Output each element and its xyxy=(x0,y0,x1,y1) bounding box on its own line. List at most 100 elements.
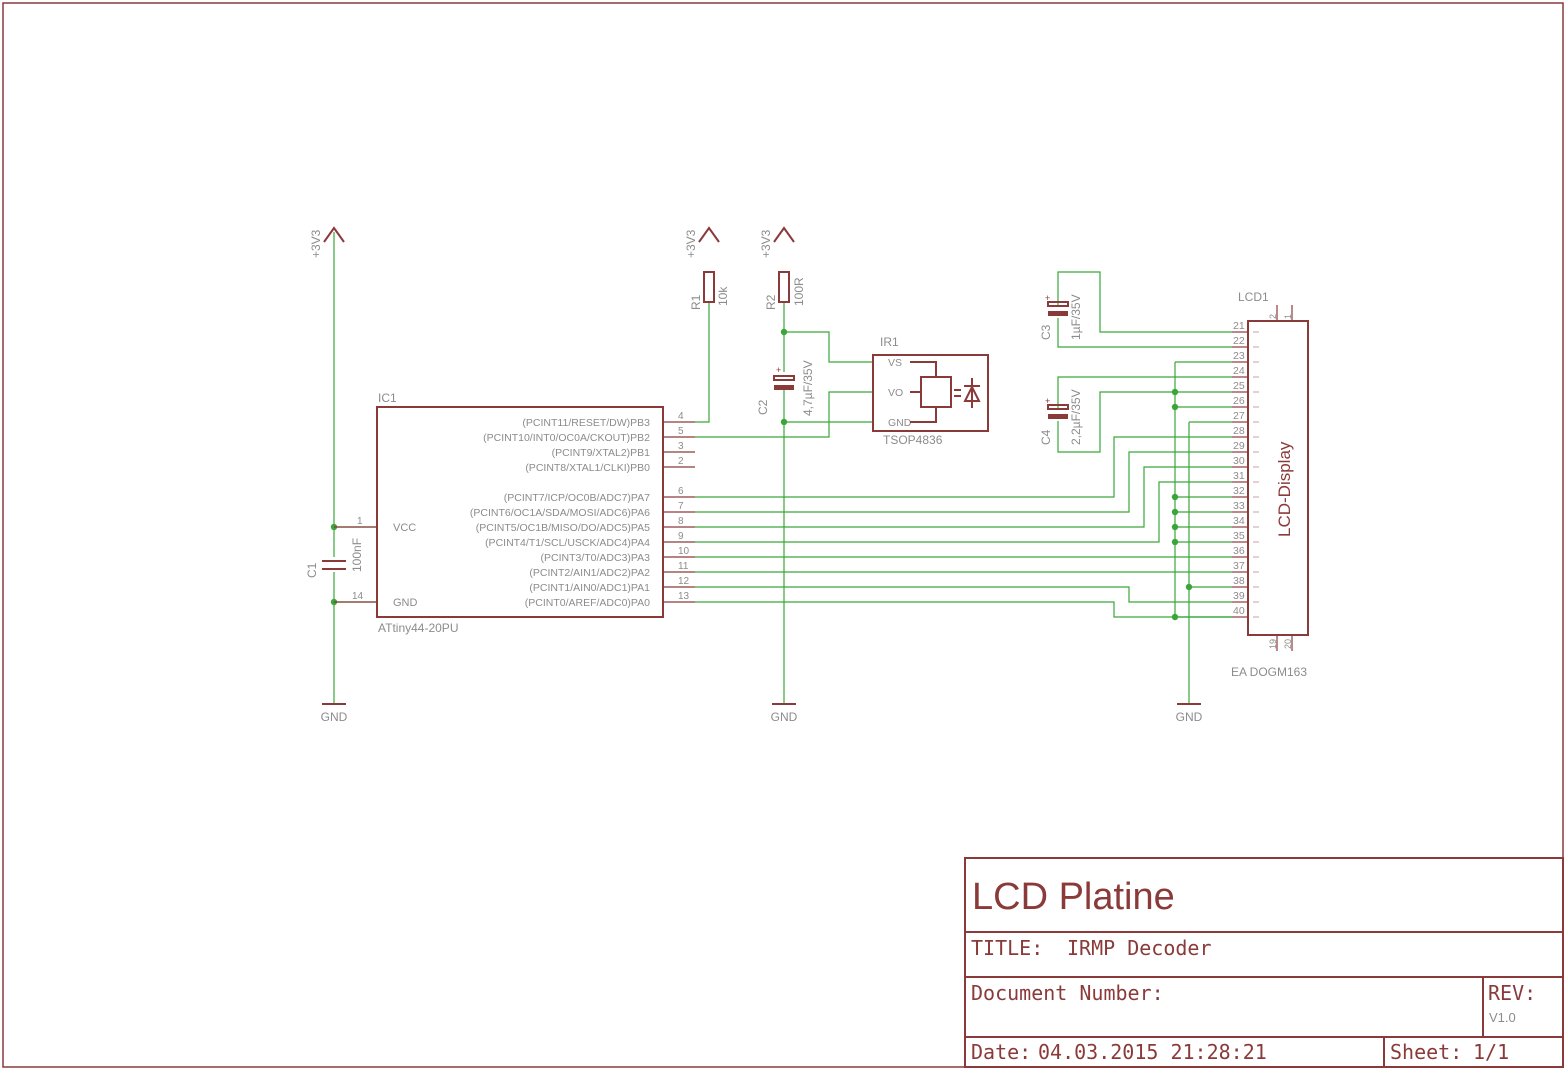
lcd1-pin-num: 35 xyxy=(1233,530,1245,542)
svg-text:10k: 10k xyxy=(716,286,730,306)
junction xyxy=(780,328,788,336)
svg-text:19: 19 xyxy=(1268,639,1278,649)
svg-text:+3V3: +3V3 xyxy=(684,229,698,258)
lcd1-pin-num: 31 xyxy=(1233,470,1245,482)
lcd1-pin-num: 27 xyxy=(1233,410,1245,422)
svg-text:2,2µF/35V: 2,2µF/35V xyxy=(1069,389,1083,445)
junction xyxy=(1171,613,1179,621)
title-label: TITLE: xyxy=(971,936,1043,960)
ic1-pin-label: (PCINT10/INT0/OC0A/CKOUT)PB2 xyxy=(483,432,650,444)
rev-value: V1.0 xyxy=(1489,1010,1516,1025)
ic1-pin-label: (PCINT1/AIN0/ADC1)PA1 xyxy=(529,582,650,594)
lcd1-pin-num: 24 xyxy=(1233,365,1245,377)
supply-3v3-left: +3V3 xyxy=(309,226,345,258)
lcd1-pin-num: 28 xyxy=(1233,425,1245,437)
ic1-pin-label: (PCINT9/XTAL2)PB1 xyxy=(552,447,651,459)
junctions xyxy=(330,328,1193,621)
lcd1-pin-num: 38 xyxy=(1233,575,1245,587)
junction xyxy=(1171,508,1179,516)
ic1-pin-label: (PCINT5/OC1B/MISO/DO/ADC5)PA5 xyxy=(476,522,650,534)
junction xyxy=(1171,523,1179,531)
lcd1-pin-num: 26 xyxy=(1233,395,1245,407)
wires xyxy=(333,232,1232,703)
svg-text:C4: C4 xyxy=(1039,429,1053,445)
junction xyxy=(780,418,788,426)
sheet-value: 1/1 xyxy=(1473,1040,1509,1064)
lcd1-pin-num: 23 xyxy=(1233,350,1245,362)
svg-text:C3: C3 xyxy=(1039,324,1053,340)
lcd1-body-label: LCD-Display xyxy=(1275,441,1294,537)
lcd1-pin-num: 21 xyxy=(1233,320,1245,332)
svg-text:C1: C1 xyxy=(305,562,319,578)
svg-text:+: + xyxy=(1045,396,1050,406)
gnd-symbol-middle: GND xyxy=(771,703,798,724)
ic1-pin-label: (PCINT0/AREF/ADC0)PA0 xyxy=(525,597,650,609)
lcd1-pin-num: 37 xyxy=(1233,560,1245,572)
ic1-pin-num: 1 xyxy=(357,516,363,527)
ic1-pin-num: 10 xyxy=(678,546,690,557)
ir1-value: TSOP4836 xyxy=(883,433,943,447)
sheet-title: LCD Platine xyxy=(972,876,1175,918)
date-value: 04.03.2015 21:28:21 xyxy=(1038,1040,1267,1064)
junction xyxy=(1171,403,1179,411)
gnd-symbol-right: GND xyxy=(1176,703,1203,724)
ic1-value: ATtiny44-20PU xyxy=(378,621,458,635)
supply-3v3-r1: +3V3 xyxy=(684,226,720,258)
ir-receiver-ir1: IR1 TSOP4836 VS VO GND xyxy=(872,335,989,447)
svg-text:2: 2 xyxy=(1268,314,1278,319)
svg-text:+: + xyxy=(1045,293,1050,303)
svg-text:4,7µF/35V: 4,7µF/35V xyxy=(801,360,815,416)
ic1-pin-num: 2 xyxy=(678,456,684,467)
ic1-pin-label: (PCINT8/XTAL1/CLKI)PB0 xyxy=(525,462,650,474)
lcd1-pin-num: 29 xyxy=(1233,440,1245,452)
junction xyxy=(1171,493,1179,501)
lcd-module-lcd1: LCD1 EA DOGM163 LCD-Display 2 1 19 20 21… xyxy=(1231,290,1309,679)
ic1-pin-num: 11 xyxy=(678,561,689,572)
photodiode-icon xyxy=(954,378,981,408)
svg-text:100nF: 100nF xyxy=(350,538,364,572)
ic1-pin-num: 9 xyxy=(678,531,684,542)
ir1-name: IR1 xyxy=(880,335,899,349)
svg-text:GND: GND xyxy=(1176,710,1203,724)
svg-text:+3V3: +3V3 xyxy=(309,229,323,258)
lcd1-pin-num: 39 xyxy=(1233,590,1245,602)
junction xyxy=(1171,538,1179,546)
svg-text:VO: VO xyxy=(888,387,903,399)
resistor-r1: R1 10k xyxy=(689,271,730,310)
ic1-pin-num: 4 xyxy=(678,411,684,422)
ic1-pin-num: 12 xyxy=(678,576,690,587)
svg-text:GND: GND xyxy=(888,417,912,429)
ic1-pin-num: 7 xyxy=(678,501,684,512)
capacitor-c4: + C4 2,2µF/35V xyxy=(1039,389,1083,445)
ic1-pin-label: (PCINT4/T1/SCL/USCK/ADC4)PA4 xyxy=(485,537,650,549)
ic1-pin-label: (PCINT3/T0/ADC3)PA3 xyxy=(541,552,651,564)
svg-text:+3V3: +3V3 xyxy=(759,229,773,258)
sheet-subtitle: IRMP Decoder xyxy=(1067,936,1212,960)
svg-text:R2: R2 xyxy=(764,294,778,310)
date-label: Date: xyxy=(971,1040,1031,1064)
ic1-pin-num: 6 xyxy=(678,486,684,497)
ic1-pin-label: VCC xyxy=(393,522,416,534)
ic1-pin-num: 5 xyxy=(678,426,684,437)
ic1-attiny44: IC1 ATtiny44-20PU 1 VCC 14 GND 4 5 3 xyxy=(334,391,695,635)
ic1-pin-num: 13 xyxy=(678,591,690,602)
svg-text:R1: R1 xyxy=(689,294,703,310)
junction xyxy=(1171,388,1179,396)
capacitor-c2: + C2 4,7µF/35V xyxy=(756,360,815,416)
lcd1-pin-num: 25 xyxy=(1233,380,1245,392)
svg-text:1: 1 xyxy=(1283,314,1293,319)
svg-text:20: 20 xyxy=(1283,639,1293,649)
svg-text:1µF/35V: 1µF/35V xyxy=(1069,294,1083,340)
gnd-symbol-left: GND xyxy=(321,703,348,724)
supply-3v3-r2: +3V3 xyxy=(759,226,795,258)
svg-text:GND: GND xyxy=(321,710,348,724)
lcd1-value: EA DOGM163 xyxy=(1231,665,1307,679)
junction xyxy=(1185,583,1193,591)
ic1-pin-label: (PCINT6/OC1A/SDA/MOSI/ADC6)PA6 xyxy=(470,507,650,519)
resistor-r2: R2 100R xyxy=(764,271,806,310)
ic1-name: IC1 xyxy=(378,391,397,405)
ic1-pin-label: GND xyxy=(393,597,418,609)
svg-text:100R: 100R xyxy=(792,277,806,306)
lcd1-pin-num: 30 xyxy=(1233,455,1245,467)
